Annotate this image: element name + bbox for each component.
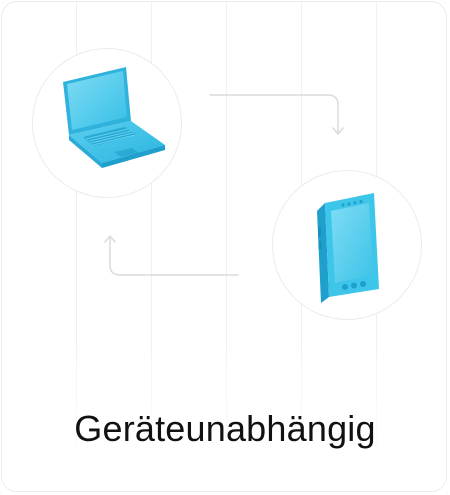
grid-line [226,2,227,491]
grid-line [76,2,77,491]
sync-connector [104,94,344,276]
connector-bottom-path [109,235,239,276]
bottom-fade [2,331,446,491]
smartphone-icon [317,193,379,303]
laptop-icon [63,67,165,168]
smartphone-badge [272,170,422,320]
connector-top-path [209,94,339,135]
connector-bottom-arrowhead [104,235,116,243]
laptop-badge [32,48,182,198]
connector-top-arrowhead [332,127,344,135]
grid-line [151,2,152,491]
card-title: Geräteunabhängig [74,408,376,449]
